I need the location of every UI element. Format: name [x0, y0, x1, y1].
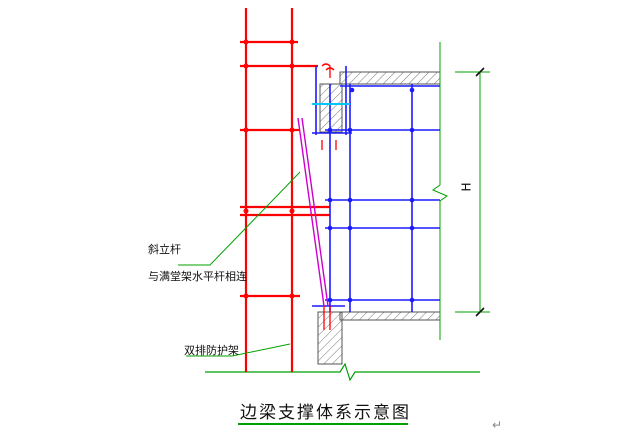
height-dimension-label: H: [459, 182, 474, 192]
bottom-slab: [317, 311, 441, 365]
paragraph-return-mark: ↵: [492, 418, 503, 432]
edge-beam: [319, 83, 343, 133]
inclined-pole-note: 与满堂架水平杆相连: [148, 270, 247, 283]
ground-line: [205, 362, 480, 382]
leader-inclined-pole: [178, 171, 301, 266]
double-row-scaffold-label: 双排防护架: [184, 344, 239, 357]
height-dimension: [455, 67, 490, 317]
double-row-scaffold: [240, 8, 330, 372]
top-slab: [339, 71, 441, 85]
frame-nodes: [327, 87, 415, 303]
wall-break-line: [431, 42, 449, 340]
scaffold-clamps: [243, 39, 295, 299]
diagram-caption: 边梁支撑体系示意图: [240, 403, 411, 423]
inclined-pole: [297, 117, 329, 307]
beam-ties: [321, 63, 337, 330]
inclined-pole-label: 斜立杆: [148, 243, 181, 256]
leader-double-row-scaffold: [186, 343, 291, 357]
caption-underline: [238, 423, 408, 425]
